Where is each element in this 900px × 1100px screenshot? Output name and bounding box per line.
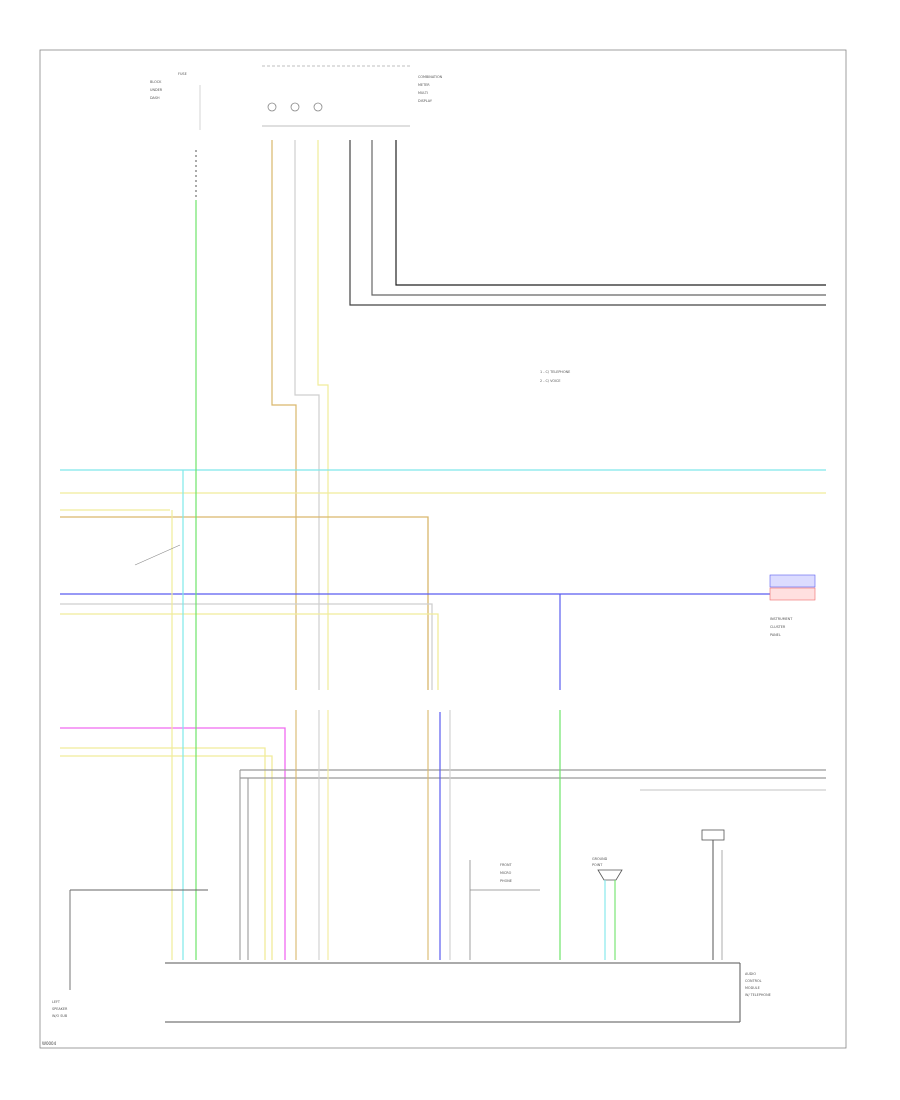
module-label-2: MODULE — [745, 986, 760, 990]
horizontal-buses — [60, 469, 826, 960]
meter-label-3: DISPLAY — [418, 99, 433, 103]
panel-label-2: PANEL — [770, 633, 781, 637]
meter-label-1: METER — [418, 83, 430, 87]
meter-label-2: MULTI — [418, 91, 428, 95]
module-label-0: AUDIO — [745, 972, 756, 976]
legend-item-1: 2 - C/ VOICE — [540, 379, 561, 383]
fuse-block-label-2: UNDER — [150, 88, 163, 92]
speaker-label-1: SPEAKER — [52, 1007, 68, 1011]
diag-connector — [701, 829, 725, 960]
mic-label-2: PHONE — [500, 879, 512, 883]
right-verticals — [439, 594, 561, 960]
pointer-line — [134, 544, 181, 566]
meter-label-0: COMBINATION — [418, 75, 443, 79]
left-speaker: LEFT SPEAKER W/O SUB — [52, 889, 208, 1018]
fuse-block-top-left: FUSE BLOCK UNDER DASH — [150, 72, 201, 200]
front-microphone: FRONT MICRO PHONE — [469, 860, 540, 960]
mic-label-1: MICRO — [500, 871, 512, 875]
module-label-1: CONTROL — [745, 979, 762, 983]
diagram-frame — [39, 49, 847, 1049]
audio-control-module: AUDIO CONTROL MODULE W/ TELEPHONE — [165, 962, 771, 1023]
meter-wires — [271, 140, 826, 690]
fuse-block-label-1: BLOCK — [150, 80, 162, 84]
ground-label-0: GROUND — [592, 857, 608, 861]
ground-label-1: POINT — [592, 863, 603, 867]
combination-meter-block: COMBINATION METER MULTI DISPLAY — [262, 65, 443, 127]
fuse-verticals — [171, 200, 197, 960]
mid-connectors — [239, 710, 451, 960]
module-label-3: W/ TELEPHONE — [745, 993, 771, 997]
speaker-label-2: W/O SUB — [52, 1014, 68, 1018]
instrument-panel-box: INSTRUMENT CLUSTER PANEL — [769, 574, 816, 637]
fuse-block-label-0: FUSE — [178, 72, 187, 76]
legend-item-0: 1 - C/ TELEPHONE — [540, 370, 570, 374]
panel-label-1: CLUSTER — [770, 625, 786, 629]
panel-label-0: INSTRUMENT — [770, 617, 793, 621]
mic-label-0: FRONT — [500, 863, 513, 867]
speaker-label-0: LEFT — [52, 1000, 61, 1004]
ground-point: GROUND POINT — [592, 857, 623, 960]
fuse-block-label-3: DASH — [150, 96, 160, 100]
legend: 1 - C/ TELEPHONE 2 - C/ VOICE — [540, 370, 570, 383]
page-code: W0004 — [42, 1041, 57, 1046]
